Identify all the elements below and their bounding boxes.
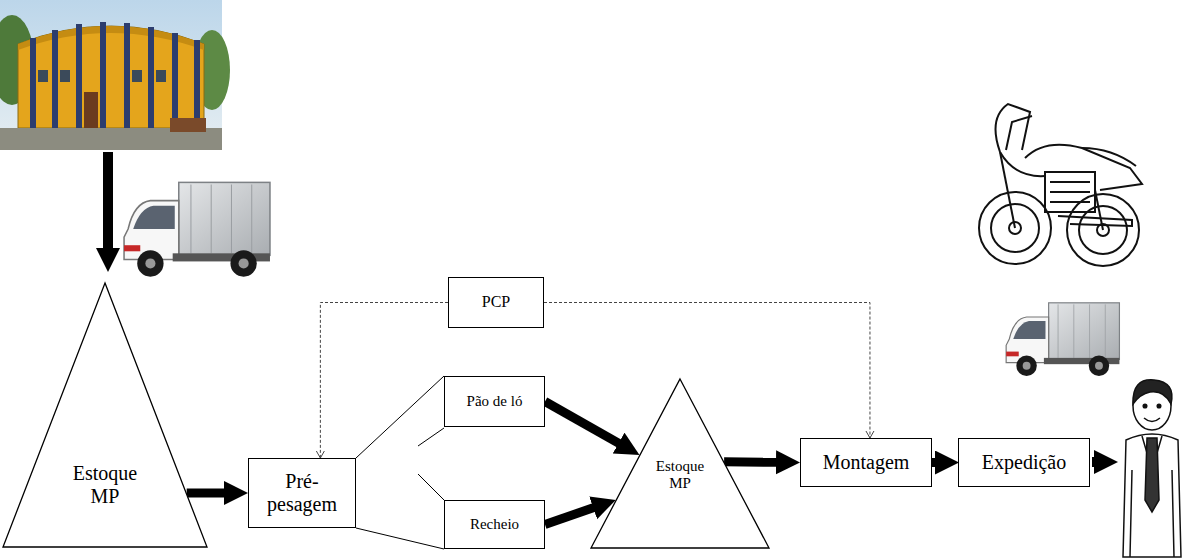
stock-triangle: Estoque MP: [2, 282, 208, 548]
motorcycle-drawing: [979, 104, 1142, 266]
triangle-outline: [2, 282, 208, 548]
process-box: PCP: [448, 277, 544, 328]
control-arrow: [320, 303, 448, 459]
truck-picture: [1006, 303, 1119, 376]
text-holder: Estoque MP: [65, 462, 145, 508]
node-label: Pré- pesagem: [256, 470, 348, 516]
process-box: Pão de ló: [444, 376, 545, 427]
supply-arrow: [103, 152, 113, 258]
process-box: Expedição: [958, 438, 1090, 487]
node-label: Expedição: [982, 451, 1066, 474]
stock-triangle: Estoque MP: [590, 378, 770, 549]
control-arrow: [544, 303, 870, 439]
process-box: Pré- pesagem: [248, 458, 356, 528]
client-drawing: [1123, 380, 1181, 557]
text-holder: Estoque MP: [648, 458, 712, 493]
node-label: PCP: [482, 293, 510, 311]
truck-picture: [124, 182, 270, 276]
process-box: Montagem: [800, 438, 932, 487]
process-box: Recheio: [444, 500, 545, 549]
node-label: Estoque MP: [65, 462, 145, 508]
split-line: [356, 528, 444, 549]
split-line: [356, 376, 444, 458]
split-line: [418, 428, 444, 446]
factory-picture: [0, 0, 230, 150]
flow-arrow: [932, 458, 945, 467]
flow-arrow: [545, 505, 603, 525]
flow-arrow: [724, 457, 786, 467]
delivery-arrow: [1092, 457, 1104, 467]
split-line: [418, 474, 444, 500]
flow-arrow: [187, 488, 234, 497]
node-label: Recheio: [470, 516, 519, 533]
node-label: Estoque MP: [648, 458, 712, 493]
node-label: Pão de ló: [467, 393, 523, 410]
flow-arrow: [545, 402, 627, 449]
node-label: Montagem: [823, 451, 910, 474]
